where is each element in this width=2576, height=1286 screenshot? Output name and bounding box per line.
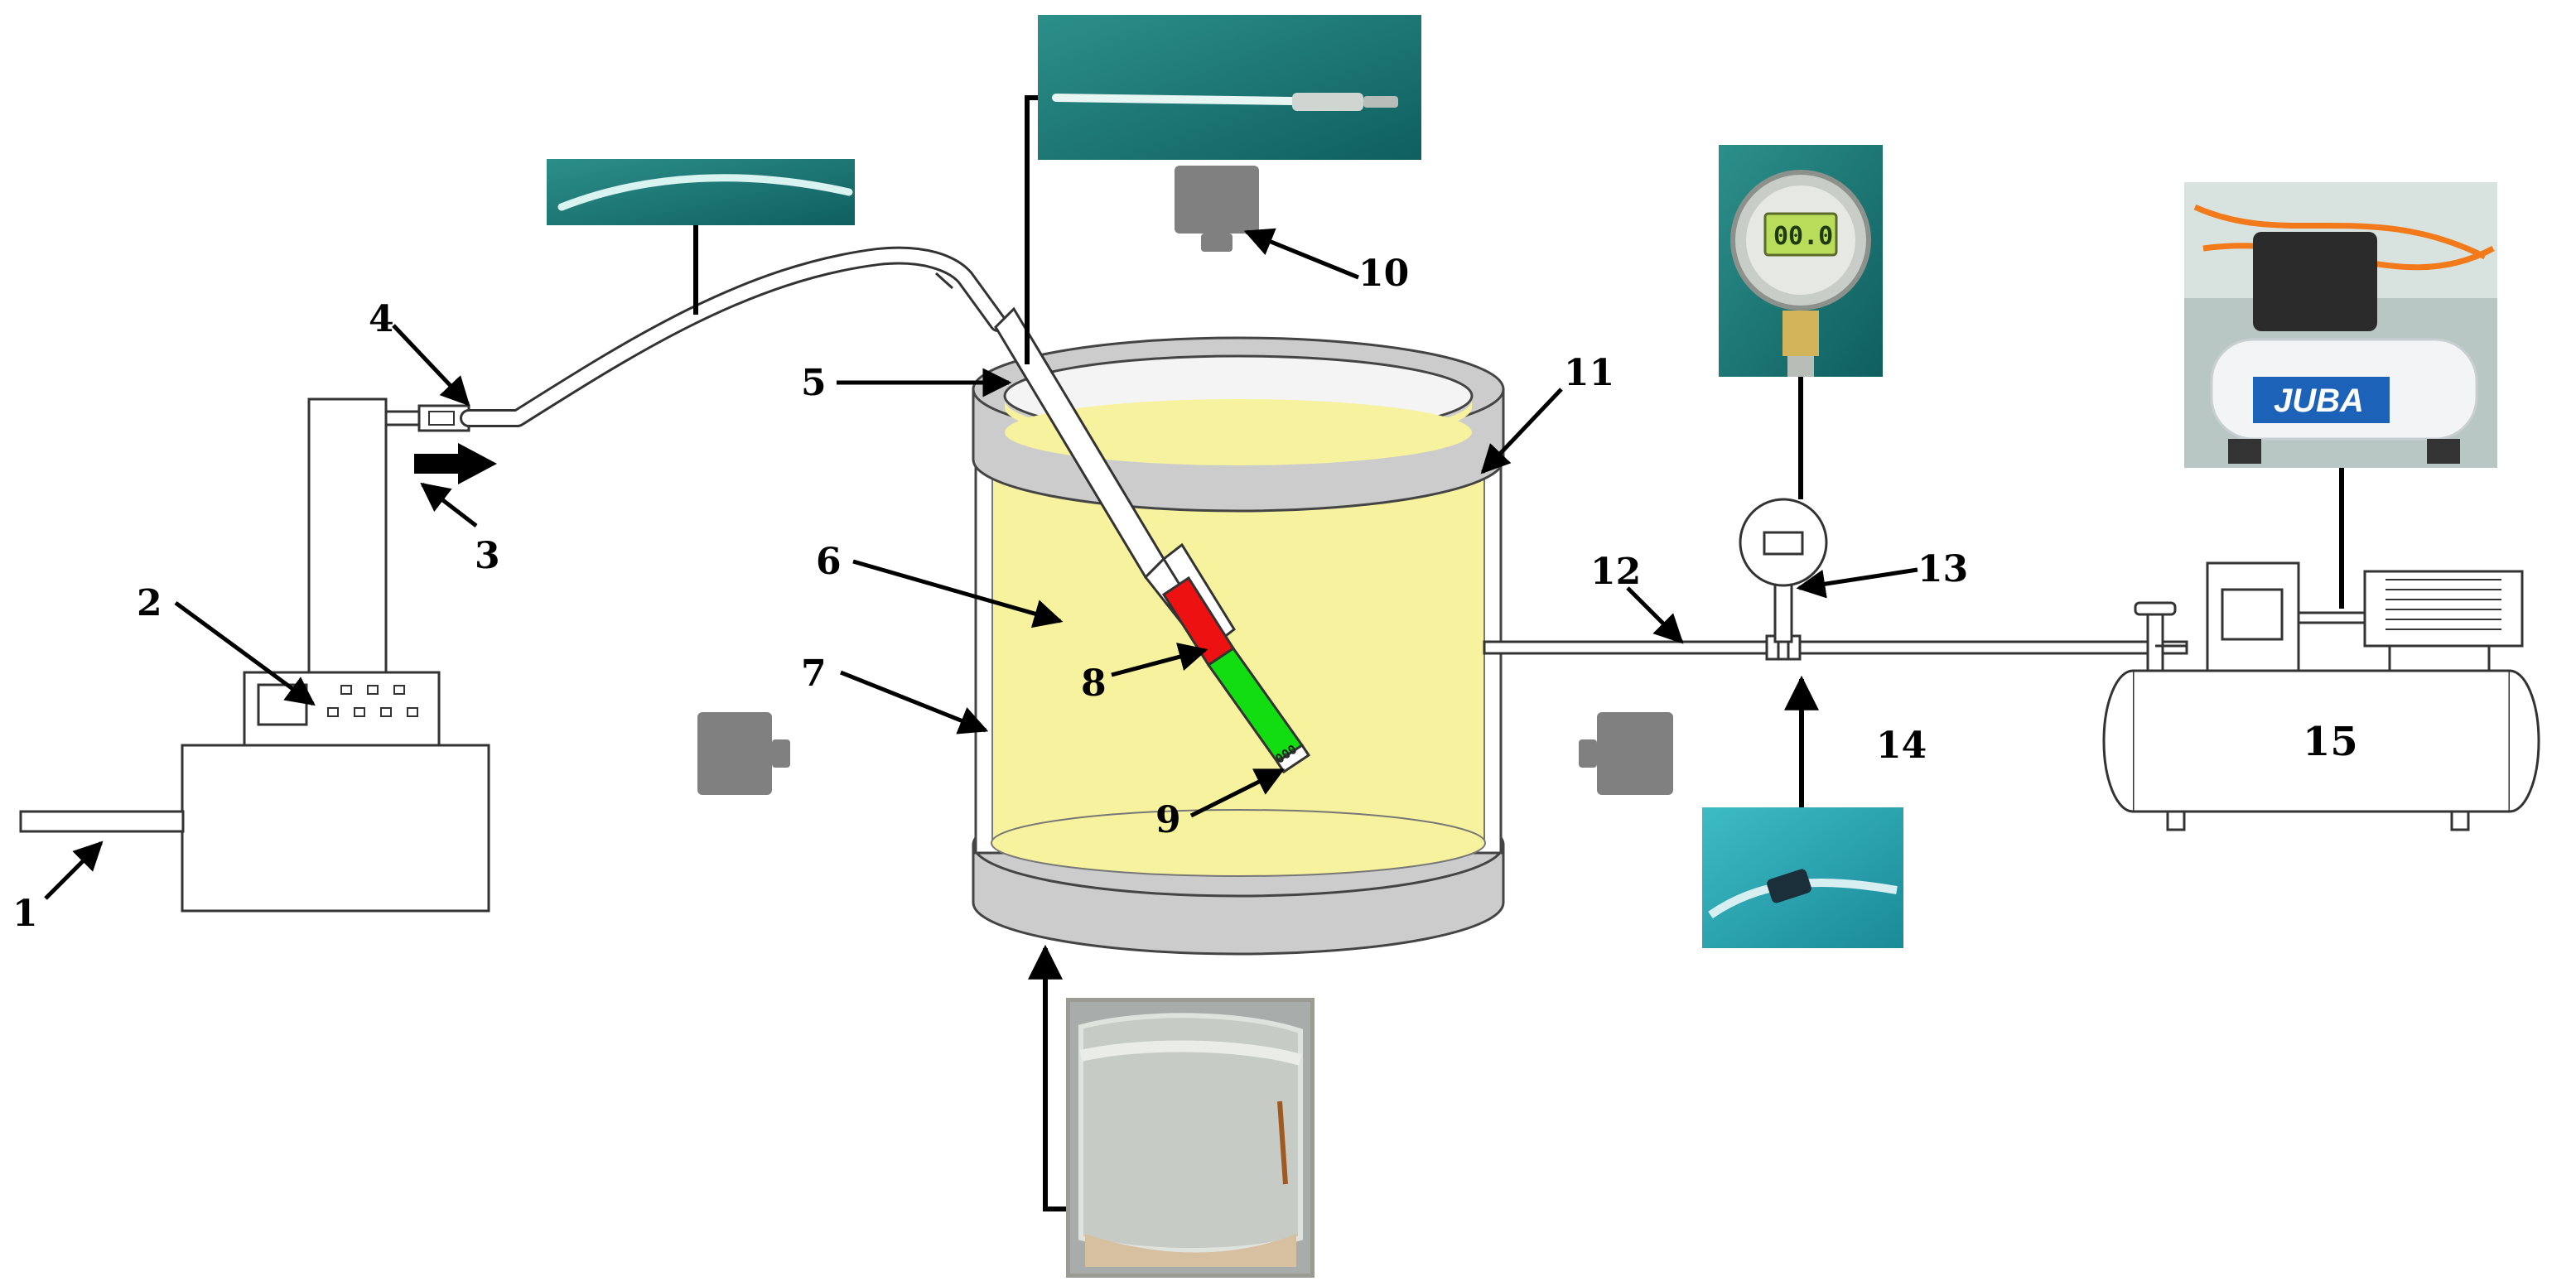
air-valve xyxy=(2146,611,2164,672)
compressor-brand: JUBA xyxy=(2274,383,2364,419)
test-chamber xyxy=(972,336,1505,956)
gauge-photo: 00.0 xyxy=(1719,145,1883,499)
label-7: 7 xyxy=(801,653,827,695)
label-3: 3 xyxy=(475,535,500,577)
air-compressor xyxy=(2102,561,2540,831)
camera-right xyxy=(1579,712,1673,795)
injection-probe: 000 xyxy=(994,306,1311,774)
flow-direction-arrow xyxy=(414,443,497,484)
gauge-reading: 00.0 xyxy=(1773,222,1833,251)
delivery-tube xyxy=(460,246,1007,427)
air-line xyxy=(1483,574,2188,672)
panel-screen xyxy=(257,683,308,726)
label-11: 11 xyxy=(1564,352,1614,394)
outlet-stub xyxy=(384,410,421,426)
leader-lines xyxy=(44,228,1918,900)
pump-unit xyxy=(19,397,490,913)
label-6: 6 xyxy=(816,541,842,583)
label-13: 13 xyxy=(1918,548,1968,590)
label-10: 10 xyxy=(1358,253,1409,295)
pump-base xyxy=(181,744,490,913)
number-labels: 1 2 3 4 5 6 7 8 9 10 11 12 13 14 15 xyxy=(12,253,2358,935)
camera-left xyxy=(697,712,790,795)
label-4: 4 xyxy=(369,298,394,340)
label-12: 12 xyxy=(1590,551,1641,593)
label-8: 8 xyxy=(1081,662,1107,705)
inlet-pipe xyxy=(19,810,185,833)
probe-photo xyxy=(1025,15,1421,364)
tube-photo xyxy=(547,159,855,315)
pump-column xyxy=(307,397,388,674)
label-5: 5 xyxy=(801,362,827,404)
label-15: 15 xyxy=(2303,719,2358,765)
compressor-tank xyxy=(2131,669,2511,813)
compressor-photo: JUBA xyxy=(2184,182,2497,609)
panel-buttons xyxy=(327,685,418,717)
chamber-photo xyxy=(1028,944,1315,1278)
joint-photo xyxy=(1702,675,1903,948)
camera-top xyxy=(1175,166,1259,252)
label-2: 2 xyxy=(137,582,162,624)
pressure-gauge xyxy=(1739,498,1828,587)
label-9: 9 xyxy=(1155,799,1181,841)
label-1: 1 xyxy=(12,893,38,935)
label-14: 14 xyxy=(1876,725,1927,767)
